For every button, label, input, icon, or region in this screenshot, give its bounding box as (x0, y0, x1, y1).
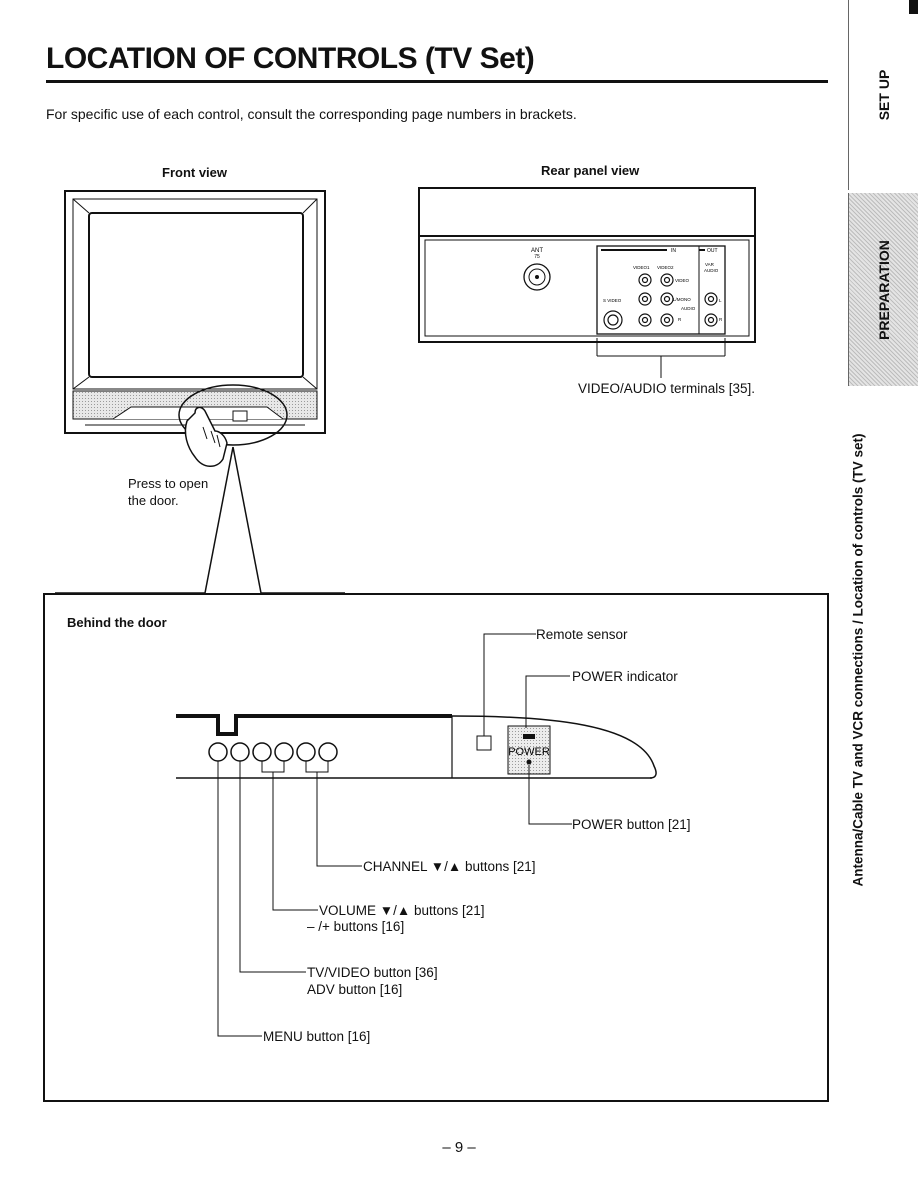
out-label: OUT (707, 248, 718, 254)
corner-mark (909, 0, 918, 14)
power-indicator-callout: POWER indicator (572, 669, 678, 684)
press-note-line2: the door. (128, 493, 179, 508)
volume-buttons-callout: VOLUME ▼/▲ buttons [21] (319, 903, 485, 918)
remote-sensor-callout: Remote sensor (536, 627, 628, 642)
terminals-caption: VIDEO/AUDIO terminals [35]. (578, 381, 756, 396)
tab-setup-label: SET UP (876, 69, 892, 121)
video-label: VIDEO (675, 278, 690, 283)
tab-setup[interactable]: SET UP (848, 0, 918, 190)
behind-door-label: Behind the door (67, 615, 167, 630)
ant-sub: 75 (534, 254, 540, 260)
out-l-label: L (719, 298, 722, 303)
behind-door-illustration: POWER (176, 633, 657, 1037)
front-view-illustration (55, 190, 345, 594)
tv-video-button-callout: TV/VIDEO button [36] (307, 965, 438, 980)
ant-label: ANT (531, 248, 543, 254)
in-label: IN (671, 248, 676, 254)
tab-preparation-label: PREPARATION (876, 239, 892, 340)
behind-door-panel (43, 593, 829, 1102)
l-mono-label: L/MONO (673, 297, 691, 302)
video2-label: VIDEO2 (657, 265, 674, 270)
intro-text: For specific use of each control, consul… (46, 106, 577, 122)
front-view-label: Front view (162, 165, 228, 180)
minus-plus-buttons-callout: – /+ buttons [16] (307, 919, 405, 934)
r-label: R (678, 317, 682, 322)
rear-panel-label: Rear panel view (541, 163, 640, 178)
power-button-callout: POWER button [21] (572, 817, 691, 832)
var-audio-label-1: VAR (705, 262, 715, 267)
rear-panel-illustration: ANT 75 IN OUT VIDEO1 VIDEO2 VAR AUDIO VI… (418, 187, 756, 378)
channel-buttons-callout: CHANNEL ▼/▲ buttons [21] (363, 859, 536, 874)
press-note-line1: Press to open (128, 476, 209, 491)
video1-label: VIDEO1 (633, 265, 650, 270)
s-video-label: S VIDEO (603, 298, 622, 303)
audio-label: AUDIO (681, 306, 696, 311)
title-rule (46, 80, 828, 83)
section-side-label: Antenna/Cable TV and VCR connections / L… (850, 433, 866, 887)
menu-button-callout: MENU button [16] (263, 1029, 371, 1044)
adv-button-callout: ADV button [16] (307, 982, 403, 997)
power-label: POWER (508, 746, 550, 758)
tab-preparation[interactable]: PREPARATION (848, 193, 918, 386)
page-title: LOCATION OF CONTROLS (TV Set) (46, 42, 535, 75)
var-audio-label-2: AUDIO (704, 268, 719, 273)
out-r-label: R (719, 317, 723, 322)
page-number: – 9 – (442, 1139, 476, 1156)
